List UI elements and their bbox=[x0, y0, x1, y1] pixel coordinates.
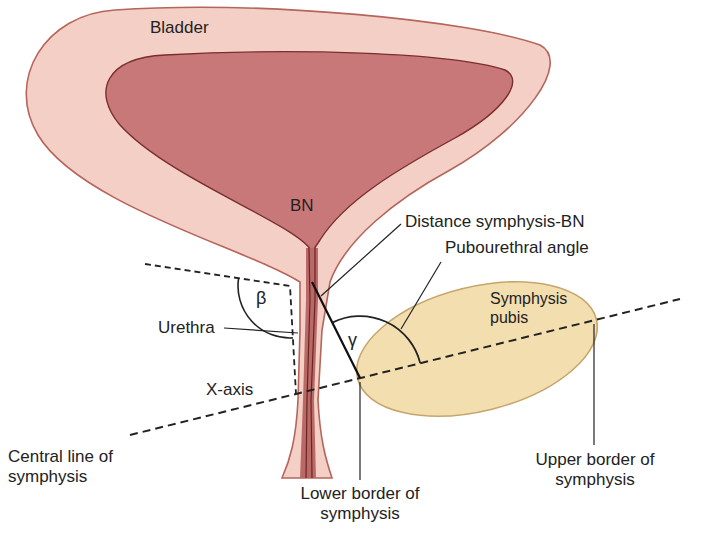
angle-symbol: β bbox=[256, 288, 274, 309]
node-outline bbox=[350, 270, 612, 420]
text-holder: BN bbox=[290, 196, 320, 216]
angle-label: Pubourethral angle bbox=[445, 238, 615, 258]
organ-label: Symphysis pubis bbox=[490, 290, 580, 328]
text-holder: Pubourethral angle bbox=[445, 238, 615, 258]
beta-angle-arc bbox=[238, 278, 293, 338]
axis-label: X-axis bbox=[206, 380, 266, 400]
text-holder: X-axis bbox=[206, 380, 266, 400]
symphysis-pubis-bone: Symphysis pubis bbox=[350, 270, 612, 420]
anatomy-label: Urethra bbox=[158, 318, 228, 338]
leader-line bbox=[224, 328, 298, 333]
text-holder: Distance symphysis-BN bbox=[405, 212, 605, 232]
text-holder: Symphysis pubis bbox=[490, 290, 580, 328]
text-holder: Central line of symphysis bbox=[8, 447, 148, 487]
urethra-wall-line bbox=[311, 248, 315, 478]
bladder-neck-label: BN bbox=[290, 196, 320, 216]
urethra-wall-line bbox=[306, 248, 310, 478]
organ-label: Bladder bbox=[150, 18, 240, 38]
leader-line bbox=[359, 382, 360, 480]
measurement-label: Distance symphysis-BN bbox=[405, 212, 605, 232]
text-holder: Upper border of symphysis bbox=[515, 450, 675, 490]
axis-label: Central line of symphysis bbox=[8, 447, 148, 487]
symphysis-bone bbox=[350, 270, 611, 420]
angle-symbol: γ bbox=[348, 330, 364, 351]
text-holder: γ bbox=[348, 330, 364, 351]
text-holder: Urethra bbox=[158, 318, 228, 338]
landmark-label: Upper border of symphysis bbox=[515, 450, 675, 490]
text-holder: β bbox=[256, 288, 274, 309]
text-holder: Lower border of symphysis bbox=[285, 484, 435, 524]
urethral-axis-dashed bbox=[145, 264, 296, 394]
urethra-lumen bbox=[300, 248, 318, 478]
text-holder: Bladder bbox=[150, 18, 240, 38]
landmark-label: Lower border of symphysis bbox=[285, 484, 435, 524]
